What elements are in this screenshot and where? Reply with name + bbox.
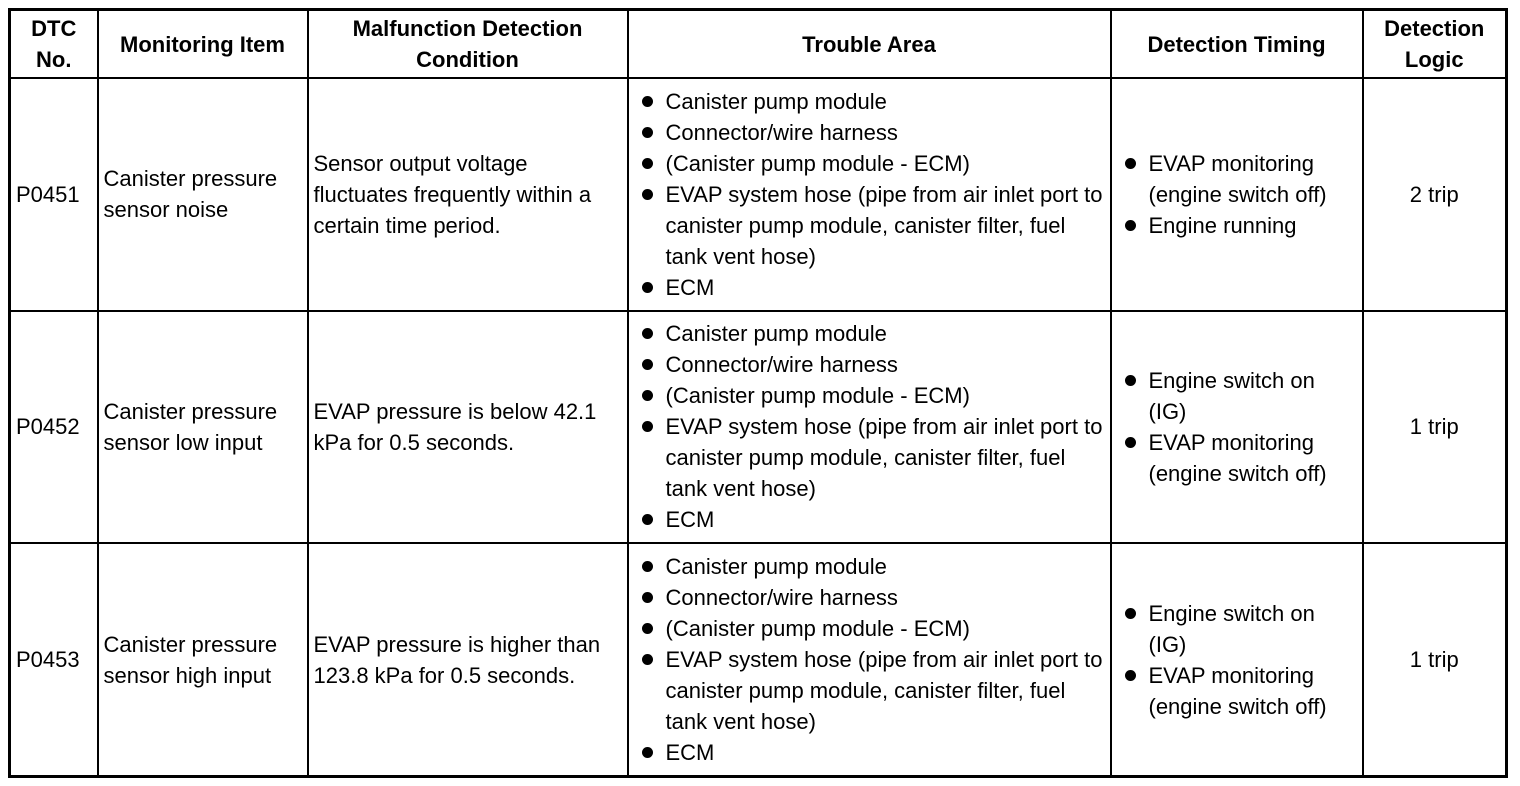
trouble-area-list: Canister pump module Connector/wire harn… [634, 86, 1105, 303]
detection-timing-cell: EVAP monitoring (engine switch off) Engi… [1109, 77, 1364, 312]
dtc-code: P0452 [8, 309, 99, 545]
detection-logic: 1 trip [1361, 542, 1508, 778]
detection-timing-cell: Engine switch on (IG) EVAP monitoring (e… [1109, 309, 1364, 545]
list-item: ECM [634, 737, 1105, 768]
list-item: EVAP monitoring (engine switch off) [1117, 660, 1357, 722]
detection-logic: 1 trip [1361, 309, 1508, 545]
detection-timing-cell: Engine switch on (IG) EVAP monitoring (e… [1109, 542, 1364, 778]
header-detection-logic: Detection Logic [1361, 8, 1508, 79]
list-item: Engine switch on (IG) [1117, 365, 1357, 427]
trouble-area-cell: Canister pump module Connector/wire harn… [626, 77, 1112, 312]
list-item: (Canister pump module - ECM) [634, 380, 1105, 411]
list-item: Connector/wire harness [634, 349, 1105, 380]
table-row: P0452 Canister pressure sensor low input… [8, 309, 1508, 545]
header-monitoring-item: Monitoring Item [96, 8, 309, 79]
monitoring-item: Canister pressure sensor noise [96, 77, 309, 312]
trouble-area-cell: Canister pump module Connector/wire harn… [626, 309, 1112, 545]
header-trouble-area: Trouble Area [626, 8, 1112, 79]
detection-timing-list: Engine switch on (IG) EVAP monitoring (e… [1117, 365, 1357, 489]
list-item: EVAP monitoring (engine switch off) [1117, 148, 1357, 210]
detection-condition: Sensor output voltage fluctuates frequen… [306, 77, 629, 312]
detection-timing-list: Engine switch on (IG) EVAP monitoring (e… [1117, 598, 1357, 722]
monitoring-item: Canister pressure sensor high input [96, 542, 309, 778]
header-detection-timing: Detection Timing [1109, 8, 1364, 79]
table-row: P0451 Canister pressure sensor noise Sen… [8, 77, 1508, 312]
list-item: (Canister pump module - ECM) [634, 613, 1105, 644]
list-item: EVAP monitoring (engine switch off) [1117, 427, 1357, 489]
header-malfunction-condition: Malfunction Detection Condition [306, 8, 629, 79]
detection-logic: 2 trip [1361, 77, 1508, 312]
table-row: P0453 Canister pressure sensor high inpu… [8, 542, 1508, 778]
dtc-table: DTC No. Monitoring Item Malfunction Dete… [8, 8, 1508, 778]
list-item: Connector/wire harness [634, 117, 1105, 148]
header-dtc-no: DTC No. [8, 8, 99, 79]
detection-condition: EVAP pressure is higher than 123.8 kPa f… [306, 542, 629, 778]
list-item: Canister pump module [634, 318, 1105, 349]
list-item: ECM [634, 504, 1105, 535]
detection-condition: EVAP pressure is below 42.1 kPa for 0.5 … [306, 309, 629, 545]
header-row: DTC No. Monitoring Item Malfunction Dete… [8, 8, 1508, 79]
dtc-code: P0451 [8, 77, 99, 312]
list-item: EVAP system hose (pipe from air inlet po… [634, 411, 1105, 504]
list-item: Connector/wire harness [634, 582, 1105, 613]
detection-timing-list: EVAP monitoring (engine switch off) Engi… [1117, 148, 1357, 241]
list-item: Canister pump module [634, 551, 1105, 582]
dtc-code: P0453 [8, 542, 99, 778]
list-item: Canister pump module [634, 86, 1105, 117]
list-item: (Canister pump module - ECM) [634, 148, 1105, 179]
list-item: EVAP system hose (pipe from air inlet po… [634, 179, 1105, 272]
trouble-area-list: Canister pump module Connector/wire harn… [634, 318, 1105, 535]
trouble-area-cell: Canister pump module Connector/wire harn… [626, 542, 1112, 778]
list-item: EVAP system hose (pipe from air inlet po… [634, 644, 1105, 737]
list-item: ECM [634, 272, 1105, 303]
list-item: Engine running [1117, 210, 1357, 241]
list-item: Engine switch on (IG) [1117, 598, 1357, 660]
monitoring-item: Canister pressure sensor low input [96, 309, 309, 545]
trouble-area-list: Canister pump module Connector/wire harn… [634, 551, 1105, 768]
